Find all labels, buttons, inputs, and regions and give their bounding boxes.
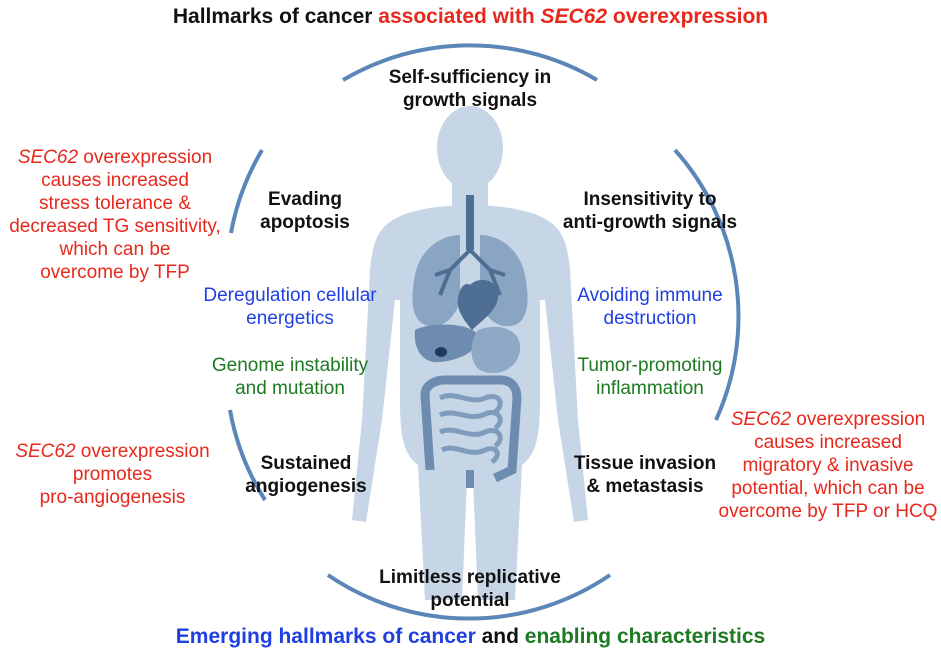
annotation-upper-left-gene: SEC62	[17, 147, 79, 168]
title-gene: SEC62	[540, 5, 608, 28]
enabling-left: Genome instability and mutation	[195, 354, 385, 400]
gallbladder	[435, 347, 447, 357]
title-part2: associated with	[378, 5, 541, 28]
annotation-right-line4: overcome by TFP or HCQ	[718, 501, 938, 522]
title-part3: overexpression	[607, 5, 769, 28]
annotation-right-gene: SEC62	[730, 409, 792, 430]
stomach	[471, 326, 521, 374]
hallmark-left-upper-line1: Evading	[268, 189, 342, 210]
liver	[414, 324, 479, 363]
circle-arc-left-lower	[228, 409, 267, 502]
annotation-upper-left-line2: stress tolerance &	[38, 193, 192, 214]
annotation-lower-left: SEC62 overexpression promotes pro-angiog…	[0, 440, 225, 509]
hallmark-top-line1: Self-sufficiency in	[388, 67, 552, 88]
footer-part1: Emerging hallmarks of cancer	[175, 625, 476, 648]
hallmark-left-upper-line2: apoptosis	[260, 212, 350, 233]
enabling-right-line2: inflammation	[596, 378, 704, 399]
hallmark-right-lower-line1: Tissue invasion	[573, 453, 717, 474]
annotation-lower-left-line1: promotes	[72, 464, 153, 485]
circle-arc-right	[673, 148, 741, 421]
annotation-right: SEC62 overexpression causes increased mi…	[715, 408, 941, 523]
hallmark-right-lower: Tissue invasion & metastasis	[560, 452, 730, 498]
trachea	[466, 195, 474, 250]
annotation-lower-left-line0: SEC62 overexpression	[0, 440, 225, 463]
hallmark-circle	[228, 43, 741, 621]
emerging-right-line1: Avoiding immune	[577, 285, 723, 306]
emerging-right-line2: destruction	[603, 308, 697, 329]
small-intestine	[438, 393, 503, 465]
enabling-right: Tumor-promoting inflammation	[565, 354, 735, 400]
annotation-upper-left-line0: SEC62 overexpression	[0, 146, 230, 169]
hallmark-right-upper: Insensitivity to anti-growth signals	[555, 188, 745, 234]
annotation-upper-left-line4: which can be	[59, 239, 171, 260]
hallmark-bottom-line1: Limitless replicative	[379, 567, 561, 588]
annotation-upper-left-line5: overcome by TFP	[40, 262, 190, 283]
hallmark-bottom-line2: potential	[430, 590, 510, 611]
emerging-right: Avoiding immune destruction	[560, 284, 740, 330]
annotation-right-first: overexpression	[791, 409, 926, 430]
hallmark-left-lower-line2: angiogenesis	[245, 476, 367, 497]
circle-arc-left-upper	[229, 148, 264, 234]
hallmark-left-lower: Sustained angiogenesis	[236, 452, 376, 498]
human-body-illustration	[352, 106, 588, 600]
page-title: Hallmarks of cancer associated with SEC6…	[0, 4, 941, 30]
footer-part2: and	[475, 625, 525, 648]
enabling-right-line1: Tumor-promoting	[577, 355, 723, 376]
hallmark-bottom: Limitless replicative potential	[340, 566, 600, 612]
bronchi	[434, 248, 506, 296]
body-torso	[352, 205, 588, 600]
emerging-left-line1: Deregulation cellular	[203, 285, 377, 306]
circle-arc-top	[341, 43, 599, 82]
footer-part3: enabling characteristics	[524, 625, 766, 648]
annotation-lower-left-gene: SEC62	[15, 441, 76, 462]
hallmark-left-upper: Evading apoptosis	[230, 188, 380, 234]
annotation-upper-left-line3: decreased TG sensitivity,	[9, 216, 221, 237]
circle-arc-bottom	[326, 573, 612, 621]
footer-caption: Emerging hallmarks of cancer and enablin…	[0, 624, 941, 650]
annotation-right-line3: potential, which can be	[731, 478, 925, 499]
large-intestine	[420, 375, 522, 483]
hallmark-top-line2: growth signals	[402, 90, 538, 111]
title-part1: Hallmarks of cancer	[172, 5, 379, 28]
annotation-right-line2: migratory & invasive	[742, 455, 914, 476]
enabling-left-line1: Genome instability	[211, 355, 369, 376]
annotation-right-line1: causes increased	[754, 432, 902, 453]
body-head	[437, 106, 503, 190]
annotation-upper-left-first: overexpression	[78, 147, 213, 168]
emerging-left-line2: energetics	[246, 308, 334, 329]
heart	[457, 279, 499, 330]
hallmark-left-lower-line1: Sustained	[260, 453, 352, 474]
emerging-left: Deregulation cellular energetics	[190, 284, 390, 330]
annotation-right-line0: SEC62 overexpression	[715, 408, 941, 431]
enabling-left-line2: and mutation	[235, 378, 345, 399]
annotation-lower-left-line2: pro-angiogenesis	[39, 487, 186, 508]
hallmark-top: Self-sufficiency in growth signals	[330, 66, 610, 112]
lung-left	[412, 235, 460, 327]
annotation-upper-left: SEC62 overexpression causes increased st…	[0, 146, 230, 284]
annotation-lower-left-first: overexpression	[75, 441, 210, 462]
hallmark-right-upper-line2: anti-growth signals	[562, 212, 738, 233]
hallmark-right-upper-line1: Insensitivity to	[583, 189, 717, 210]
annotation-upper-left-line1: causes increased	[41, 170, 189, 191]
hallmark-right-lower-line2: & metastasis	[586, 476, 704, 497]
